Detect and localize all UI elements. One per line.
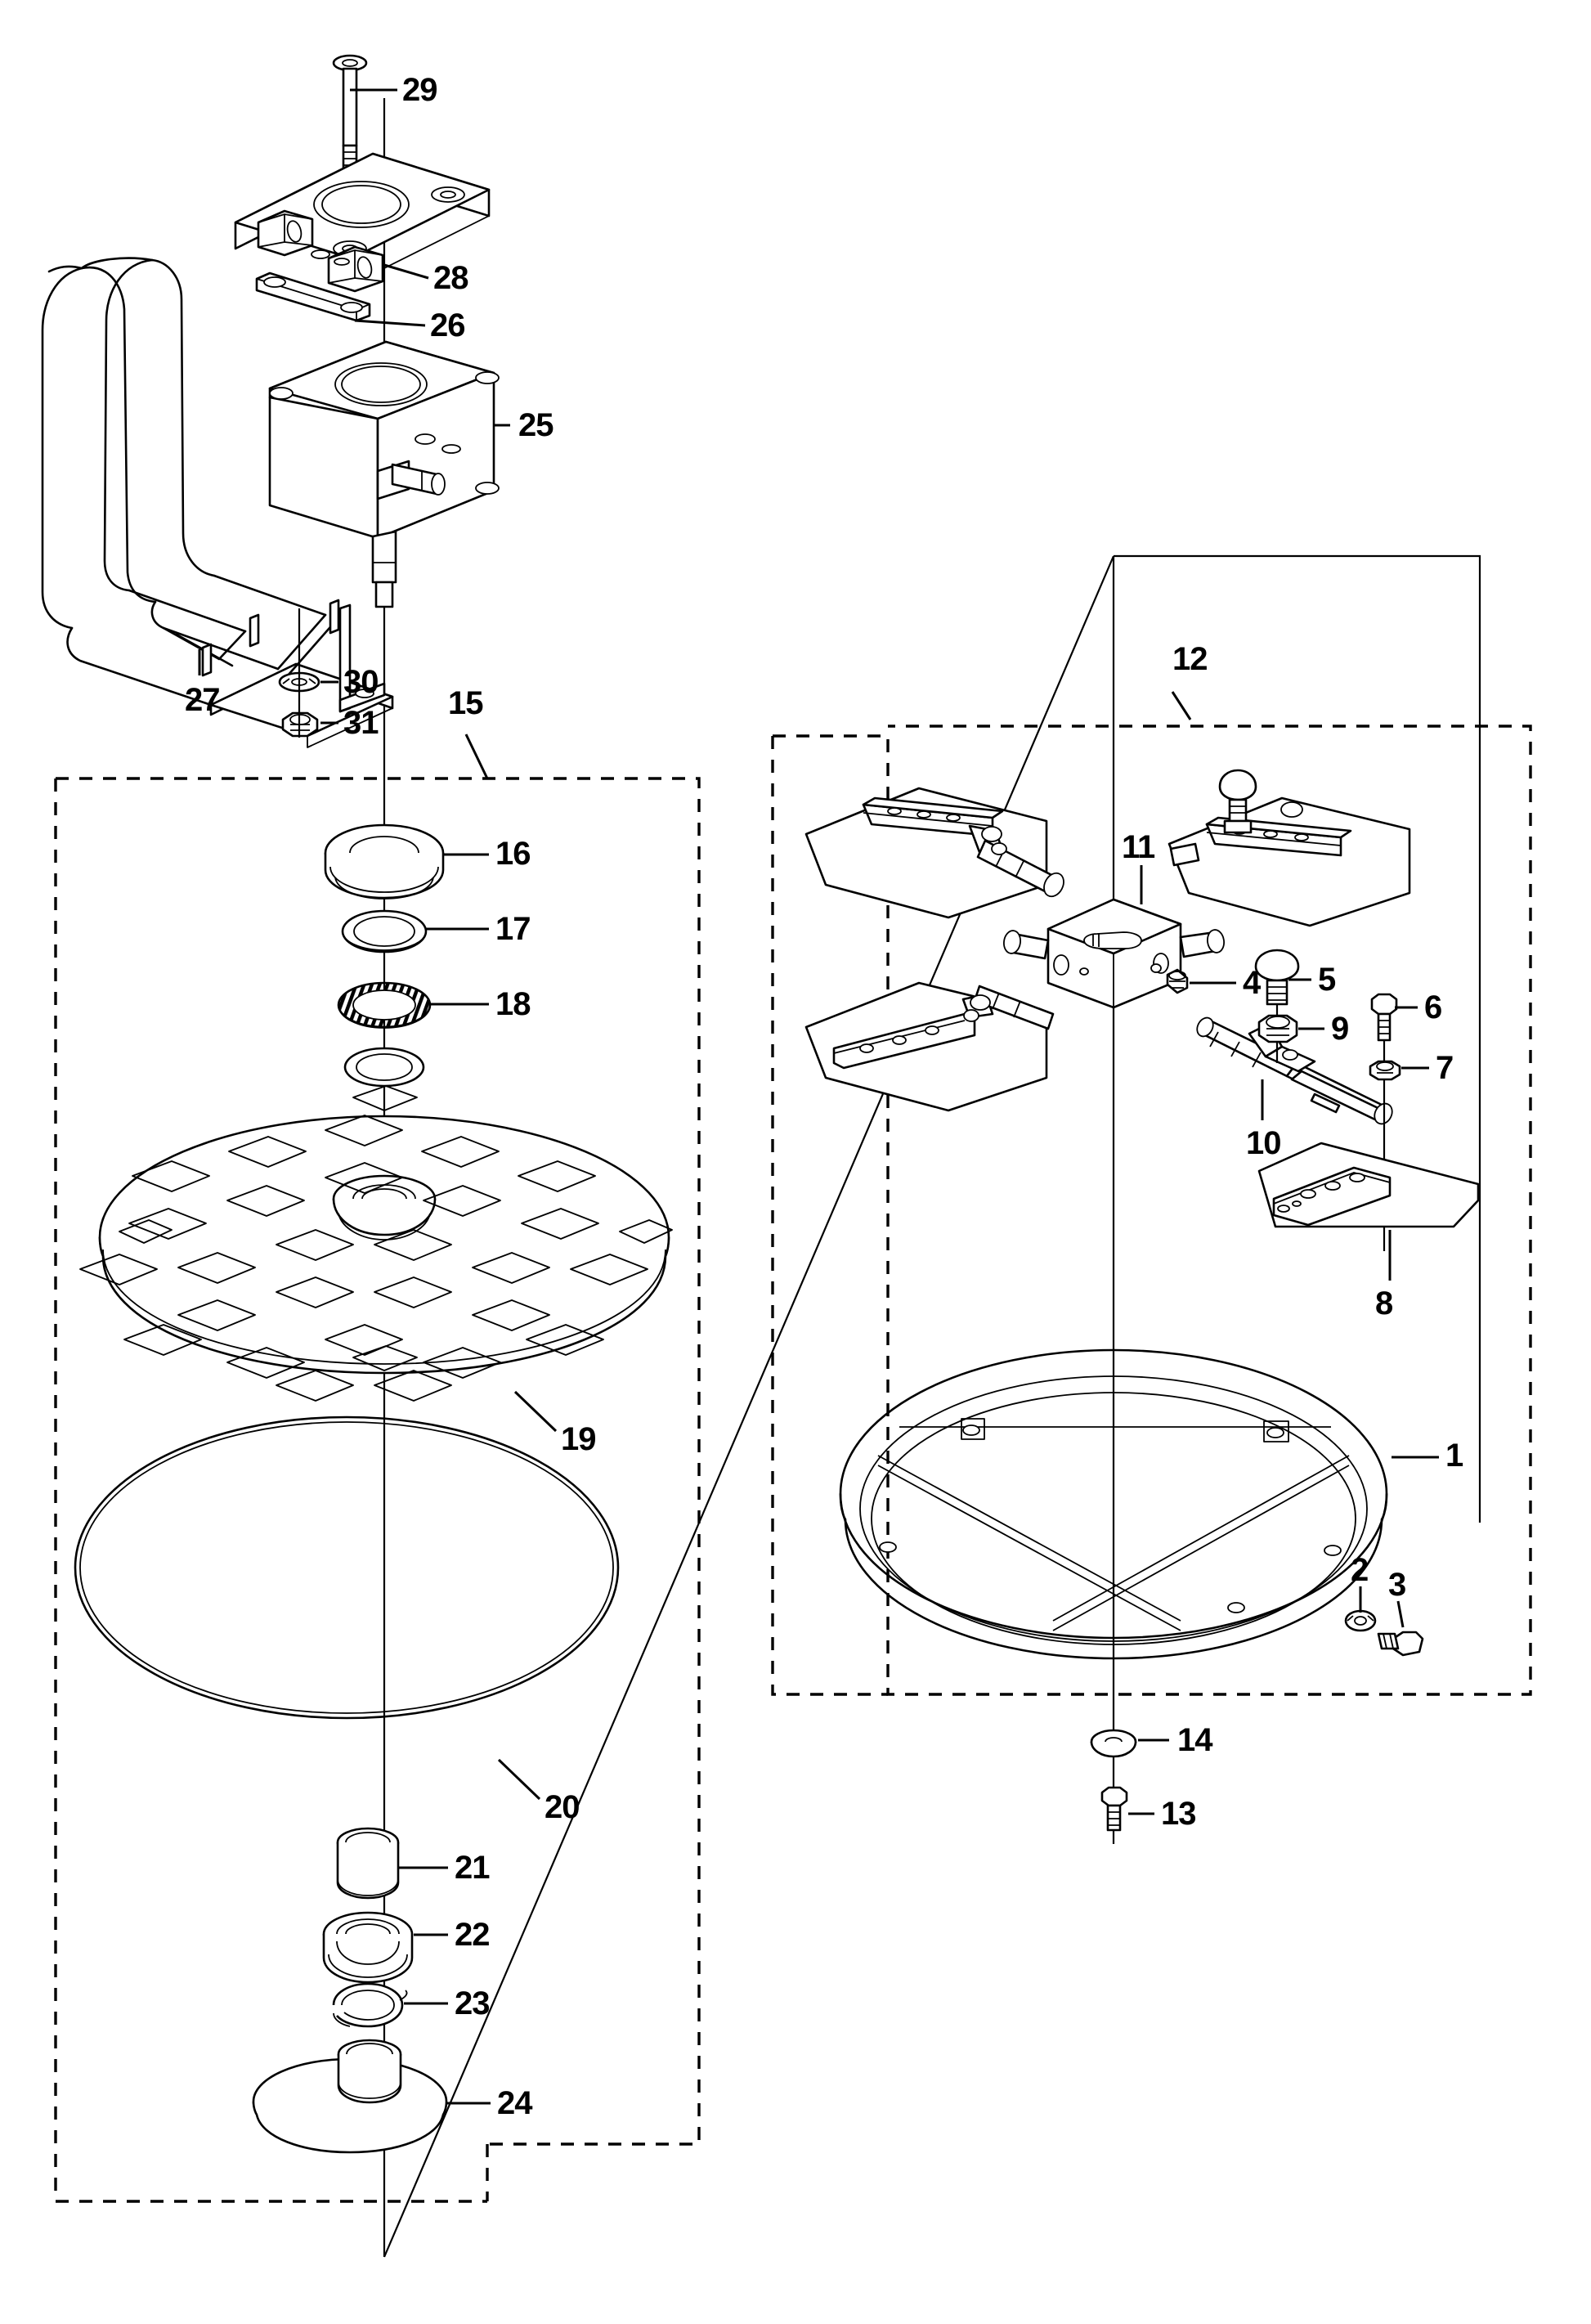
part-31-nut-handle	[281, 711, 319, 738]
part-1-base-ring-frame	[839, 1348, 1388, 1660]
part-19-grid-table-disc	[79, 1085, 673, 1402]
callout-5: 5	[1318, 962, 1336, 998]
part-24-lower-hub-plate	[252, 2039, 448, 2154]
part-5-adjuster-screw	[1254, 949, 1300, 1063]
part-6-hex-bolt	[1370, 993, 1398, 1251]
callout-17: 17	[495, 911, 531, 947]
callout-19: 19	[561, 1421, 596, 1457]
part-8-blade-plate-lr	[1257, 1142, 1480, 1228]
part-10-arm-link	[1196, 1016, 1393, 1125]
callout-15: 15	[448, 685, 483, 721]
callout-12: 12	[1172, 641, 1208, 677]
plate-adjust-knob	[1218, 769, 1257, 834]
part-4-set-screw	[1166, 968, 1189, 994]
callout-7: 7	[1436, 1050, 1454, 1086]
callout-1: 1	[1445, 1438, 1463, 1474]
callout-20: 20	[545, 1789, 580, 1825]
callout-11: 11	[1122, 829, 1155, 865]
callout-27: 27	[185, 682, 220, 718]
callout-26: 26	[430, 307, 465, 343]
part-16-bearing-housing-cap	[324, 823, 445, 900]
part-23-retaining-snap-ring	[332, 1982, 408, 2028]
part-29-long-hex-bolt	[332, 54, 368, 177]
callout-28: 28	[433, 260, 468, 296]
part-14-washer	[1090, 1729, 1137, 1758]
callout-23: 23	[455, 1985, 490, 2021]
callout-10: 10	[1246, 1125, 1281, 1161]
callout-6: 6	[1424, 989, 1442, 1025]
callout-22: 22	[455, 1917, 490, 1953]
part-7-nut	[1369, 1060, 1401, 1081]
callout-2: 2	[1351, 1552, 1369, 1588]
part-blade-plate-ul	[804, 787, 1064, 919]
part-spacer-washer	[343, 1047, 425, 1088]
callout-9: 9	[1331, 1011, 1349, 1047]
part-9-lock-nut	[1257, 1014, 1298, 1043]
part-26-mounting-strap	[255, 271, 371, 322]
callout-21: 21	[455, 1850, 490, 1886]
part-21-spacer-bushing	[336, 1827, 400, 1900]
part-22-ball-bearing	[322, 1911, 414, 1984]
callout-8: 8	[1375, 1285, 1393, 1321]
part-blade-plate-ll	[804, 981, 1055, 1112]
callout-13: 13	[1161, 1796, 1196, 1832]
callout-16: 16	[495, 836, 531, 872]
callout-18: 18	[495, 986, 531, 1022]
part-2-washer-lower	[1344, 1609, 1377, 1632]
leader-lines	[198, 88, 1439, 2105]
part-13-bolt	[1100, 1786, 1128, 1832]
callout-3: 3	[1388, 1567, 1406, 1603]
callout-30: 30	[343, 664, 379, 700]
part-11-center-hub-block	[1003, 898, 1225, 1009]
part-17-flat-washer	[341, 909, 428, 953]
part-20-o-ring-seal	[74, 1415, 620, 1720]
callout-14: 14	[1177, 1722, 1212, 1758]
callout-31: 31	[343, 705, 379, 741]
part-25-gearbox-housing	[268, 340, 500, 608]
part-18-needle-thrust-bearing	[337, 981, 432, 1029]
part-blade-plate-ur	[1167, 769, 1411, 927]
part-3-bolt-lower	[1377, 1631, 1424, 1657]
part-30-washer-handle	[278, 671, 320, 693]
callout-29: 29	[402, 72, 437, 108]
part-27-tubular-handle-frame	[41, 257, 394, 748]
callout-24: 24	[497, 2085, 532, 2121]
callout-4: 4	[1243, 965, 1261, 1001]
callout-25: 25	[518, 407, 553, 443]
